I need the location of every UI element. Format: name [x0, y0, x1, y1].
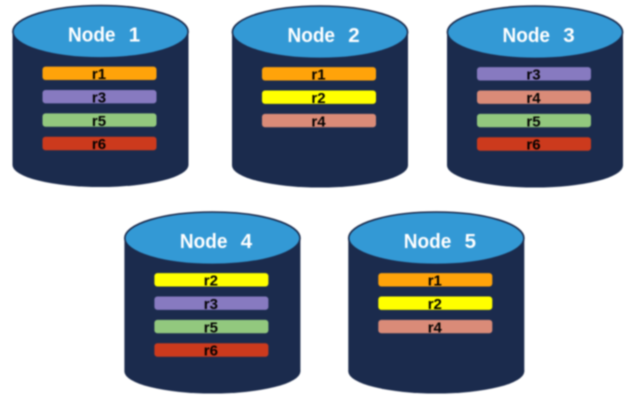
svg-text:r1: r1	[92, 66, 106, 83]
svg-text:Node: Node	[503, 24, 551, 47]
svg-text:Node: Node	[288, 24, 336, 47]
svg-text:2: 2	[348, 24, 359, 47]
svg-text:r3: r3	[92, 89, 106, 106]
svg-text:r6: r6	[526, 137, 540, 154]
svg-text:r4: r4	[311, 113, 326, 130]
svg-text:5: 5	[465, 230, 476, 253]
svg-text:Node: Node	[180, 230, 228, 253]
svg-text:r2: r2	[428, 296, 442, 313]
svg-text:r3: r3	[204, 296, 218, 313]
svg-text:r5: r5	[526, 113, 540, 130]
svg-text:r1: r1	[428, 273, 442, 290]
svg-text:4: 4	[241, 230, 253, 253]
svg-text:r6: r6	[204, 343, 218, 360]
svg-text:1: 1	[129, 24, 140, 47]
svg-text:r4: r4	[428, 319, 443, 336]
svg-text:r6: r6	[92, 136, 106, 153]
svg-text:r5: r5	[204, 319, 218, 336]
svg-text:r3: r3	[526, 67, 540, 84]
svg-text:r1: r1	[311, 67, 325, 84]
svg-text:3: 3	[563, 24, 574, 47]
svg-text:r4: r4	[526, 90, 541, 107]
svg-text:Node: Node	[68, 24, 116, 47]
svg-text:r5: r5	[92, 113, 106, 130]
svg-text:r2: r2	[311, 90, 325, 107]
svg-text:Node: Node	[404, 230, 452, 253]
svg-text:r2: r2	[204, 273, 218, 290]
